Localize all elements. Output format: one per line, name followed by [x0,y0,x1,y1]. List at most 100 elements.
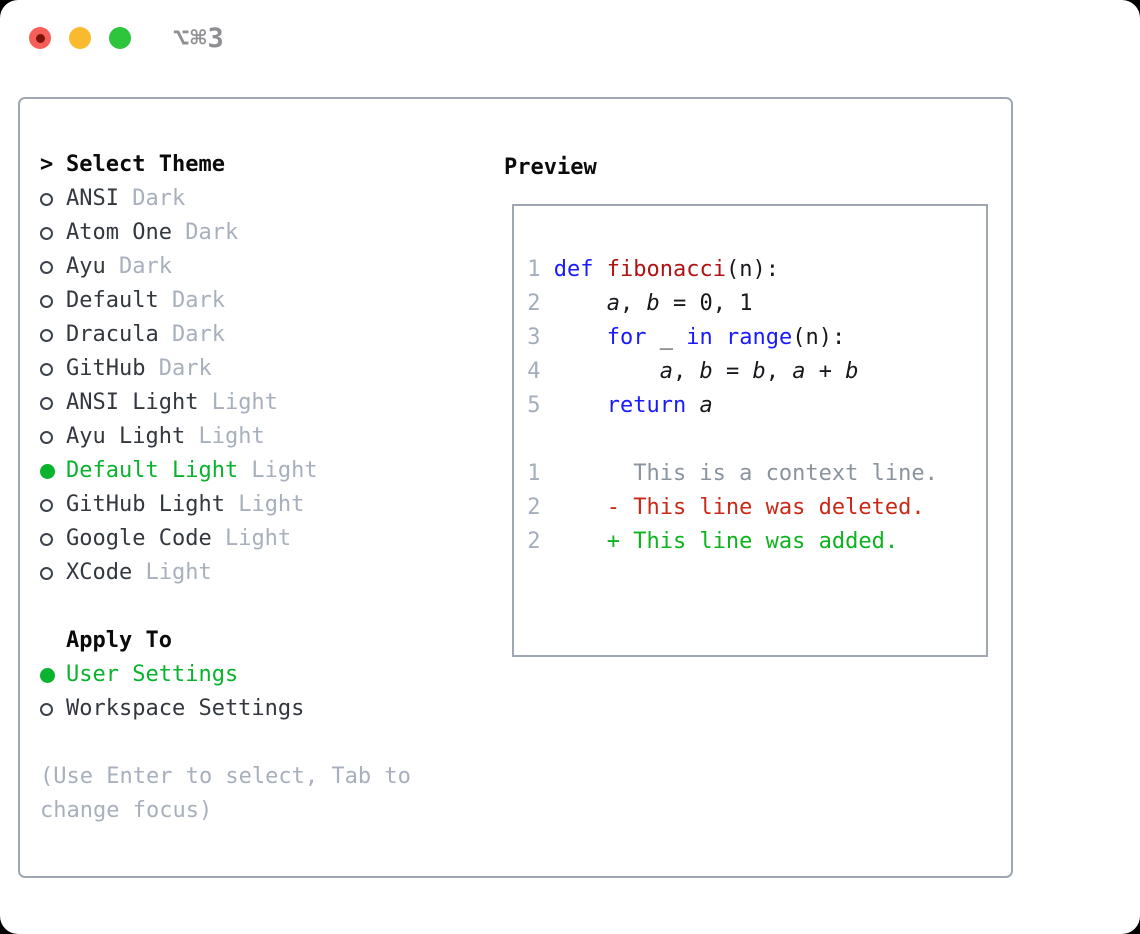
theme-variant-label: Light [211,526,292,551]
radio-unselected-icon[interactable] [40,396,53,410]
theme-item-github[interactable]: GitHub Dark [40,352,480,386]
titlebar: ⌥⌘3 [29,23,225,54]
hint-text: (Use Enter to select, Tab to change focu… [40,764,411,823]
close-button[interactable] [29,27,51,49]
theme-name[interactable]: Atom One [66,220,172,245]
diff-line-text: This is a context line. [606,461,938,486]
radio-icon[interactable] [40,498,66,512]
radio-icon[interactable] [40,430,66,444]
window-title-shortcut: ⌥⌘3 [173,22,225,54]
theme-name[interactable]: XCode [66,560,133,585]
radio-unselected-icon[interactable] [40,566,53,580]
maximize-button[interactable] [109,27,131,49]
code-token: return [606,393,687,418]
radio-unselected-icon[interactable] [40,260,53,274]
theme-variant-label: Dark [118,186,186,211]
theme-item-google-code[interactable]: Google Code Light [40,522,480,556]
code-token: (n): [725,257,779,282]
radio-unselected-icon[interactable] [40,226,53,240]
radio-icon[interactable] [40,192,66,206]
theme-name[interactable]: Ayu Light [66,424,186,449]
theme-item-dracula[interactable]: Dracula Dark [40,318,480,352]
radio-selected-icon[interactable] [40,667,55,683]
radio-unselected-icon[interactable] [40,532,53,546]
code-token: for [606,325,647,350]
code-line: 1 def fibonacci(n): [514,253,986,287]
line-number: 2 [514,529,607,554]
radio-icon[interactable] [40,362,66,376]
preview-header: Preview [504,155,597,180]
theme-item-default-light[interactable]: Default Light Light [40,454,480,488]
code-line: 2 a, b = 0, 1 [514,287,986,321]
radio-icon[interactable] [40,260,66,274]
apply-to-option-workspace-settings[interactable]: Workspace Settings [40,692,480,726]
code-token: (n): [792,325,846,350]
code-token: , [672,359,700,384]
theme-variant-label: Light [224,492,305,517]
radio-icon[interactable] [40,532,66,546]
code-token [594,257,607,282]
theme-name[interactable]: Dracula [66,322,159,347]
diff-preview: 1 This is a context line. 2 - This line … [514,457,986,559]
diff-line-added: 2 + This line was added. [514,525,986,559]
blank-line [514,423,986,457]
code-token: fibonacci [606,257,726,282]
preview-code-box: 1 def fibonacci(n): 2 a, b = 0, 1 3 for … [512,204,988,657]
radio-icon[interactable] [40,463,66,479]
apply-to-option-label[interactable]: User Settings [66,662,239,687]
radio-icon[interactable] [40,226,66,240]
theme-variant-label: Light [198,390,278,415]
radio-selected-icon[interactable] [40,463,55,479]
theme-name[interactable]: Ayu [66,254,106,279]
select-theme-header: Select Theme [66,152,225,177]
radio-unselected-icon[interactable] [40,430,53,444]
theme-name[interactable]: ANSI [66,186,119,211]
line-number: 2 [514,495,607,520]
theme-name[interactable]: GitHub [66,356,146,381]
theme-name[interactable]: Google Code [66,526,212,551]
line-number: 2 [514,291,554,316]
radio-unselected-icon[interactable] [40,362,53,376]
apply-to-option-user-settings[interactable]: User Settings [40,658,480,692]
code-preview: 1 def fibonacci(n): 2 a, b = 0, 1 3 for … [514,253,986,423]
theme-item-ayu[interactable]: Ayu Dark [40,250,480,284]
code-token: b [646,291,660,316]
radio-icon[interactable] [40,294,66,308]
code-line: 4 a, b = b, a + b [514,355,986,389]
radio-icon[interactable] [40,702,66,716]
theme-name[interactable]: Default [66,288,159,313]
code-token: a [659,359,673,384]
theme-name[interactable]: GitHub Light [66,492,225,517]
radio-unselected-icon[interactable] [40,498,53,512]
diff-line-text: + This line was added. [606,529,899,554]
radio-unselected-icon[interactable] [40,192,53,206]
radio-unselected-icon[interactable] [40,294,53,308]
code-token: in [686,325,713,350]
radio-unselected-icon[interactable] [40,702,53,716]
minimize-button[interactable] [69,27,91,49]
radio-icon[interactable] [40,328,66,342]
radio-unselected-icon[interactable] [40,328,53,342]
theme-item-ansi-light[interactable]: ANSI Light Light [40,386,480,420]
diff-line-deleted: 2 - This line was deleted. [514,491,986,525]
apply-to-option-label[interactable]: Workspace Settings [66,696,305,721]
radio-icon[interactable] [40,566,66,580]
line-number: 1 [514,257,554,282]
theme-name[interactable]: Default Light [66,458,239,483]
line-number: 3 [514,325,554,350]
radio-icon[interactable] [40,667,66,683]
theme-item-atom-one[interactable]: Atom One Dark [40,216,480,250]
radio-icon[interactable] [40,396,66,410]
theme-item-github-light[interactable]: GitHub Light Light [40,488,480,522]
diff-line-text: - This line was deleted. [606,495,925,520]
theme-item-default[interactable]: Default Dark [40,284,480,318]
theme-item-ayu-light[interactable]: Ayu Light Light [40,420,480,454]
theme-item-xcode[interactable]: XCode Light [40,556,480,590]
theme-name[interactable]: ANSI Light [66,390,199,415]
theme-item-ansi[interactable]: ANSI Dark [40,182,480,216]
code-token [554,359,660,384]
spacer [40,726,480,760]
